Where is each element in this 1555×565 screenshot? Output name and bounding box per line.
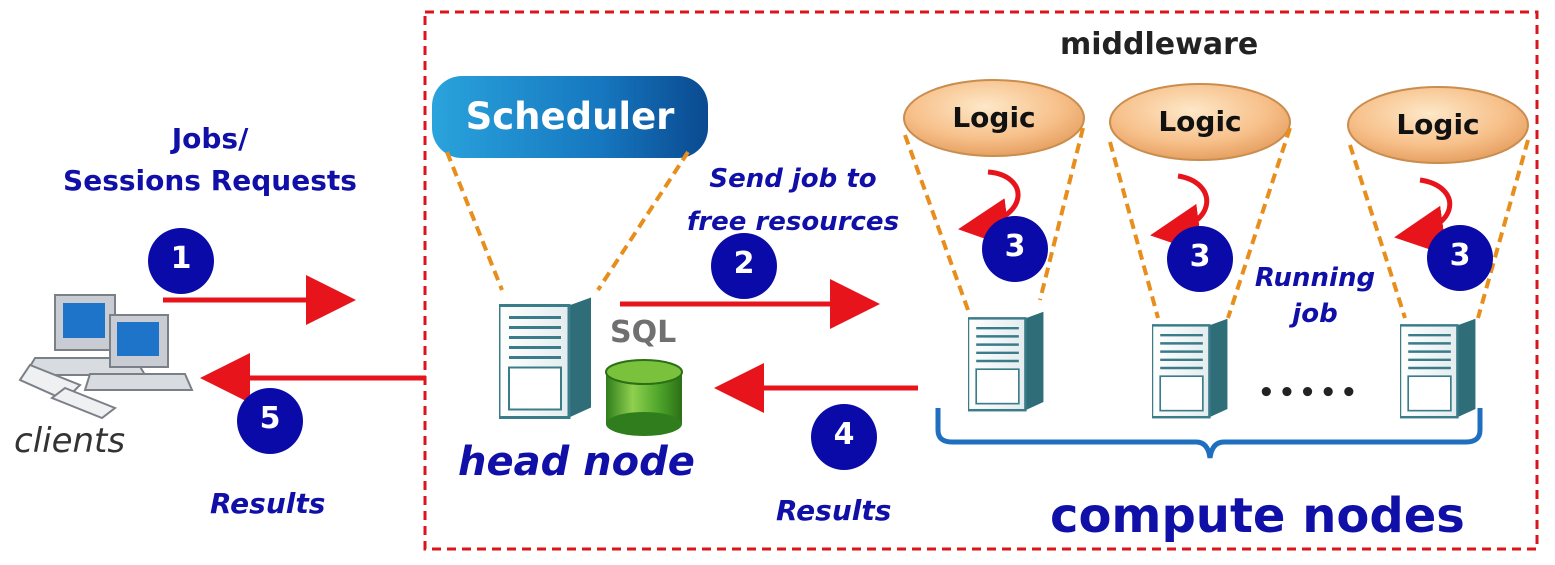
send-job-label: Send job to free resources <box>678 158 908 244</box>
requests-title: Jobs/ Sessions Requests <box>40 118 380 202</box>
send-job-line-1: Send job to <box>709 164 877 194</box>
step-3-label-a: 3 <box>1004 229 1026 264</box>
step-circles <box>148 216 1493 470</box>
compute-node-server-icon-2 <box>1152 317 1229 419</box>
sql-database-icon <box>605 359 683 436</box>
logic-label-3: Logic <box>1396 108 1480 141</box>
running-job-line-2: job <box>1292 299 1338 329</box>
requests-line-2: Sessions Requests <box>63 164 357 197</box>
step-2-label: 2 <box>733 246 755 281</box>
flow-arrows <box>163 275 918 413</box>
logic-label-2: Logic <box>1158 105 1242 138</box>
head-node-server-icon <box>499 295 593 420</box>
clients-label: clients <box>14 421 126 461</box>
step-4-label: 4 <box>833 417 855 452</box>
logic-ellipse-2 <box>1109 83 1291 161</box>
scheduler-label: Scheduler <box>465 95 675 138</box>
running-job-label: Running job <box>1240 260 1390 332</box>
step-3-label-b: 3 <box>1189 239 1211 274</box>
compute-nodes-label: compute nodes <box>1050 488 1465 544</box>
middleware-label: middleware <box>1060 27 1259 62</box>
more-nodes-ellipsis: ••••• <box>1258 378 1362 408</box>
compute-node-server-icon-1 <box>968 310 1045 412</box>
logic-ellipse-1 <box>903 79 1085 157</box>
step-3-label-c: 3 <box>1449 238 1471 273</box>
system-boundary <box>423 10 1539 551</box>
sql-label: SQL <box>610 315 677 350</box>
logic-cones <box>903 127 1530 319</box>
compute-node-server-icon-3 <box>1400 317 1477 419</box>
scheduler-box <box>432 76 708 158</box>
running-curves <box>958 169 1452 256</box>
scheduler-cone <box>445 150 690 292</box>
compute-nodes-brace <box>935 408 1483 459</box>
step-1-label: 1 <box>170 241 192 276</box>
step-5-label: 5 <box>259 401 281 436</box>
head-node-label: head node <box>458 439 695 485</box>
results-to-head-label: Results <box>776 494 892 527</box>
logic-label-1: Logic <box>952 101 1036 134</box>
running-job-line-1: Running <box>1254 263 1376 293</box>
clients-computers-icon <box>18 294 194 420</box>
logic-ellipse-3 <box>1347 86 1529 164</box>
results-to-clients-label: Results <box>210 487 326 520</box>
requests-line-1: Jobs/ <box>171 122 249 155</box>
send-job-line-2: free resources <box>686 207 900 237</box>
